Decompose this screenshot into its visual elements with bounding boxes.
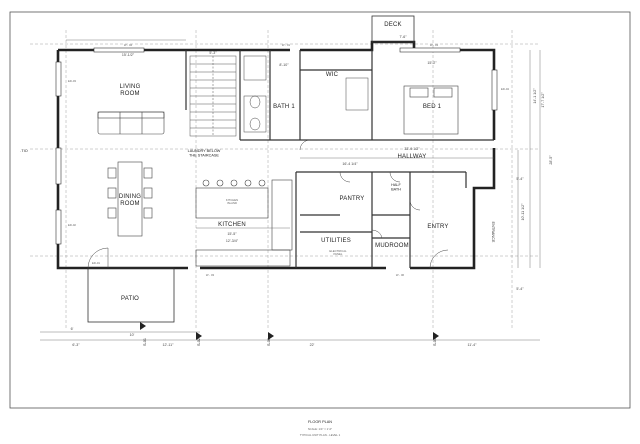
dim-bottom-1: 6'-3": [72, 343, 80, 347]
dim-seg-1: 6': [71, 327, 74, 331]
dim-bed-w: 15'-2": [427, 61, 437, 65]
tag-4: W - 03: [206, 273, 215, 277]
dim-bottom-4: 11'-4": [468, 343, 478, 347]
bed: [403, 85, 459, 135]
label-patio: PATIO: [121, 296, 139, 302]
label-hallway: HALLWAY: [398, 154, 427, 160]
sofa: [97, 111, 165, 135]
patio-outline: [87, 267, 175, 323]
tag-1: W - 04: [124, 43, 133, 47]
dim-seg-2: 10': [130, 333, 135, 337]
tag-2: W - 01: [282, 43, 291, 47]
label-bed1: BED 1: [423, 104, 442, 110]
label-entry: ENTRY: [427, 224, 448, 230]
section-marker-s04: S-04: [433, 338, 437, 346]
label-bath1: BATH 1: [273, 104, 295, 110]
label-mudroom: MUDROOM: [375, 243, 409, 249]
deck-outline: [371, 15, 415, 43]
dimension-labels: 6'-3" 12'-11" 22' 11'-4" 6' 10' 33'-9 1/…: [20, 35, 553, 347]
dim-hallway-seg: 16'-4 1/4": [342, 162, 358, 166]
bath-fixtures: [243, 55, 369, 133]
tag-3: W - 03: [430, 43, 439, 47]
sheet-border: [9, 11, 631, 409]
tag-6: ED-03: [68, 79, 76, 83]
dim-entry-w2: 5'-4": [516, 287, 524, 291]
dim-stair-w: 5'-3": [209, 51, 217, 55]
kitchen-island: [195, 179, 293, 267]
tag-8: ED-02: [68, 223, 76, 227]
label-entrance: ENTRANCE: [491, 222, 495, 243]
doors: [87, 139, 449, 269]
sheet-title: FLOOR PLAN: [308, 420, 332, 424]
dim-kitchen-w2: 12'-3/4": [226, 239, 239, 243]
windows: [55, 47, 498, 245]
dim-right-total: 28'-5": [549, 155, 553, 165]
section-markers: S-01 S-02 S-03 S-04: [140, 322, 439, 346]
dim-right-upper: 14'-1 1/2": [533, 88, 537, 104]
tag-5: ED-01: [92, 261, 100, 265]
label-kitchen: KITCHEN: [218, 222, 246, 228]
grid-lines: [30, 30, 540, 330]
dining-table: [107, 161, 153, 237]
element-tags: W - 04 W - 01 W - 03 W - 03 ED-01 ED-03 …: [68, 43, 509, 277]
dim-hallway-width: 33'-9 1/2": [404, 147, 420, 151]
sheet-footer: TYPICAL UNIT PLAN - LEVEL 1: [300, 433, 341, 437]
label-utilities: UTILITIES: [321, 238, 351, 244]
section-marker-s01: S-01: [143, 338, 147, 346]
title-block: FLOOR PLAN SCALE: 1/4" = 1'-0" TYPICAL U…: [300, 420, 341, 437]
label-wic: WIC: [326, 72, 339, 78]
dim-bottom-3: 22': [310, 343, 315, 347]
dim-deck-w: 7'-6": [399, 35, 407, 39]
dim-living-w: 15'-1/2": [122, 53, 135, 57]
dim-right-a: 17'-7 1/2": [541, 92, 545, 108]
dim-entry-w: 5'-4": [516, 177, 524, 181]
tag-9: W - 06: [396, 273, 405, 277]
section-marker-s02: S-02: [197, 338, 201, 346]
dim-bottom-2: 12'-11": [163, 343, 175, 347]
tag-7: ED-04: [501, 87, 509, 91]
interior-walls: [185, 50, 494, 268]
sheet-scale: SCALE: 1/4" = 1'-0": [308, 427, 332, 431]
label-left-tio: .TIO: [20, 149, 27, 153]
dim-right-mid: 10'-11 1/2": [521, 203, 525, 221]
label-deck: DECK: [384, 22, 401, 28]
dimension-lines: [40, 39, 541, 341]
staircase: [189, 55, 237, 137]
dim-bath-w: 8'-10": [279, 63, 289, 67]
dim-kitchen-w: 15'-5": [227, 232, 237, 236]
label-pantry: PANTRY: [340, 196, 365, 202]
section-marker-s03: S-03: [267, 338, 271, 346]
